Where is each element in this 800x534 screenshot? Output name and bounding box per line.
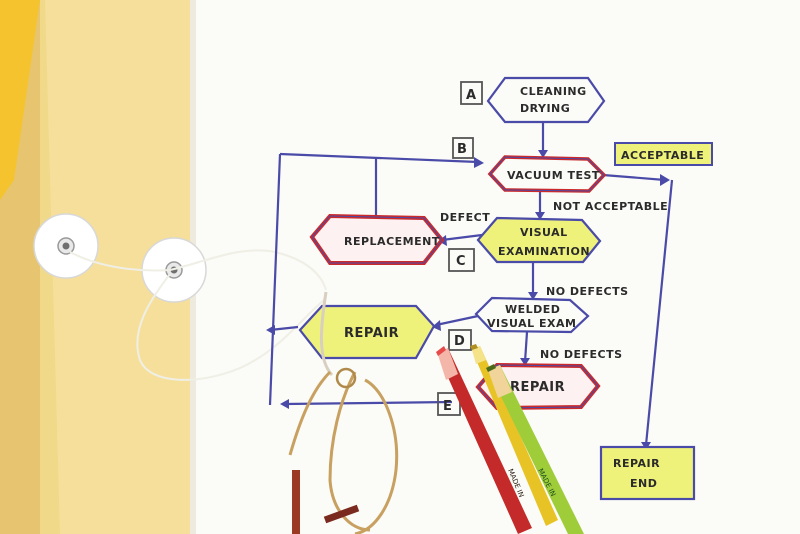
repair-end-node: REPAIR END xyxy=(599,445,696,501)
flowchart-connectors xyxy=(268,122,674,446)
flowchart-arrowheads xyxy=(266,150,670,450)
vacuum-test-node: VACUUM TEST xyxy=(487,155,607,193)
box-a: A xyxy=(460,81,483,105)
eyeglasses xyxy=(288,291,399,534)
svg-text:B: B xyxy=(457,142,467,157)
replacement-node: REPLACEMENT xyxy=(309,213,445,265)
envelope-clasp xyxy=(33,213,327,381)
svg-text:ACCEPTABLE: ACCEPTABLE xyxy=(621,149,704,162)
svg-text:EXAMINATION: EXAMINATION xyxy=(498,245,590,258)
acceptable-label: ACCEPTABLE xyxy=(614,142,713,166)
svg-text:REPAIR: REPAIR xyxy=(510,380,565,395)
svg-text:WELDED: WELDED xyxy=(505,303,560,316)
repair-left-node: REPAIR xyxy=(298,304,436,360)
svg-text:REPAIR: REPAIR xyxy=(344,326,399,341)
green-pencil: MADE IN xyxy=(486,364,584,534)
svg-text:E: E xyxy=(443,399,452,414)
svg-text:REPLACEMENT: REPLACEMENT xyxy=(344,235,440,248)
not-acceptable-label: NOT ACCEPTABLE xyxy=(553,200,668,213)
svg-text:VACUUM TEST: VACUUM TEST xyxy=(507,169,600,182)
svg-text:D: D xyxy=(454,334,465,349)
box-b: B xyxy=(452,137,474,159)
envelope-flap xyxy=(45,0,205,534)
box-c: C xyxy=(448,248,475,272)
welded-visual-exam-node: WELDED VISUAL EXAM xyxy=(474,296,590,334)
visual-examination-node: VISUAL EXAMINATION xyxy=(476,216,602,264)
box-d: D xyxy=(448,329,472,351)
svg-text:C: C xyxy=(456,254,466,269)
svg-text:VISUAL: VISUAL xyxy=(520,226,568,239)
yellow-pencil xyxy=(470,344,558,526)
svg-text:REPAIR: REPAIR xyxy=(613,457,660,470)
svg-text:END: END xyxy=(630,477,657,490)
svg-text:A: A xyxy=(466,88,477,103)
no-defects-label-2: NO DEFECTS xyxy=(540,348,623,361)
svg-text:DRYING: DRYING xyxy=(520,102,570,115)
no-defects-label-1: NO DEFECTS xyxy=(546,285,629,298)
yellow-folder-strip xyxy=(0,0,40,200)
defect-label: DEFECT xyxy=(440,211,490,224)
cleaning-drying-node: CLEANING DRYING xyxy=(486,76,606,124)
svg-text:VISUAL EXAM: VISUAL EXAM xyxy=(487,317,576,330)
svg-text:CLEANING: CLEANING xyxy=(520,85,587,98)
